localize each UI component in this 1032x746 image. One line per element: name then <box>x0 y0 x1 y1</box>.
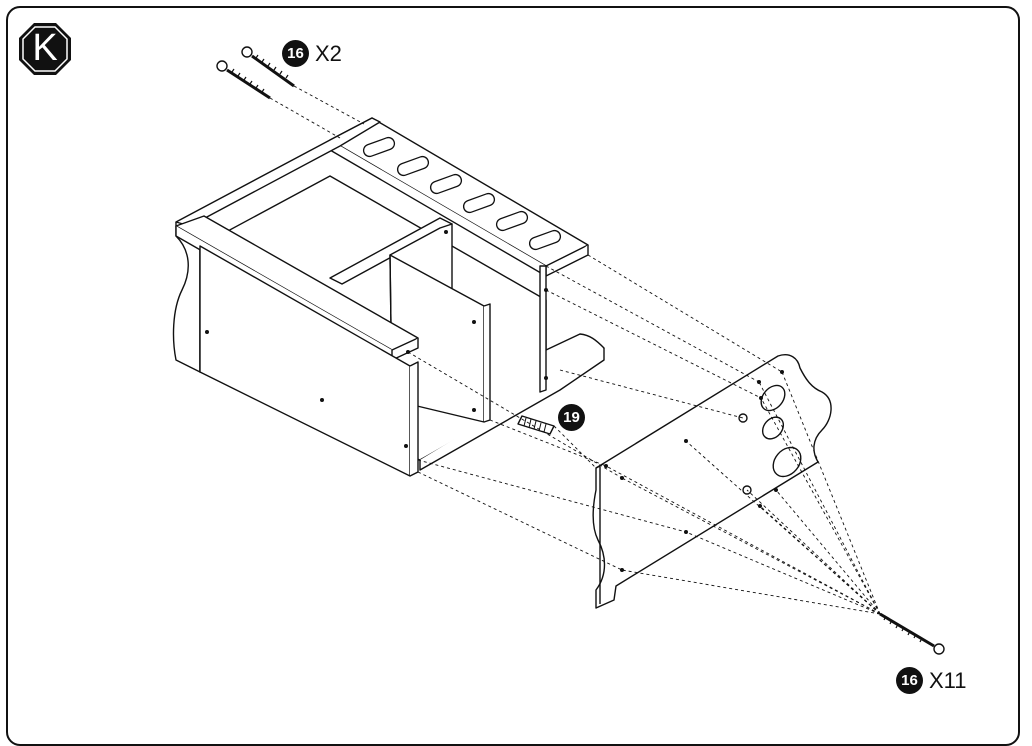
screw-bottom <box>879 612 945 655</box>
assembly-guide-lines <box>269 85 881 615</box>
step-letter: K <box>32 27 58 69</box>
part-number-badge: 16 <box>282 40 309 67</box>
step-badge: K <box>18 22 72 76</box>
screw-top-1 <box>241 46 295 88</box>
part-number-badge: 16 <box>896 667 923 694</box>
callout-side-screws: 16 X11 <box>896 667 967 694</box>
quantity-label: X11 <box>929 667 967 693</box>
front-panel <box>175 215 419 477</box>
screw-top-2 <box>216 60 271 100</box>
left-side-panel <box>172 117 381 373</box>
callout-dowel: 19 <box>558 404 585 431</box>
octagon-icon <box>19 23 71 75</box>
part-number-badge: 19 <box>558 404 585 431</box>
assembly-diagram <box>172 46 945 655</box>
quantity-label: X2 <box>315 40 342 66</box>
dowel-19 <box>517 415 555 435</box>
callout-top-screws: 16 X2 <box>282 40 342 67</box>
